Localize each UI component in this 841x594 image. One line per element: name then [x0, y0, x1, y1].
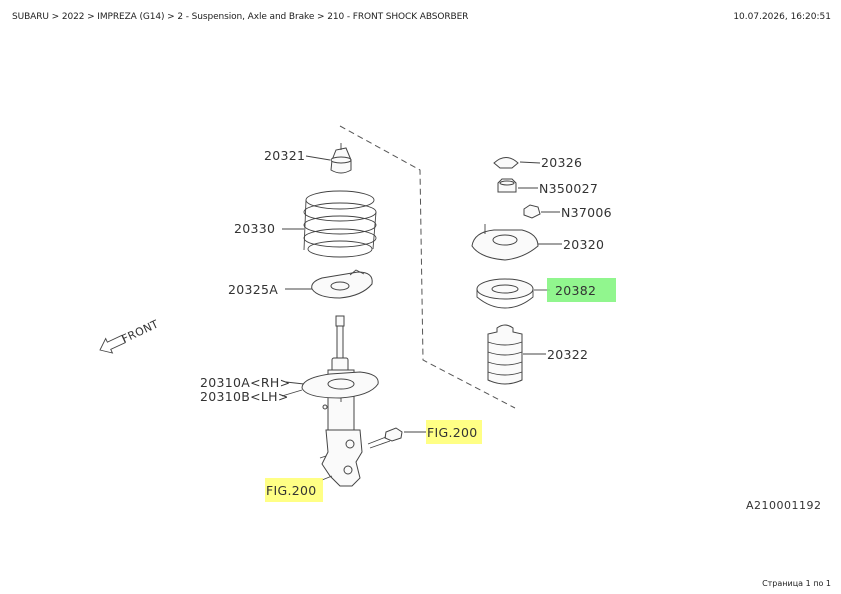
spring-seat-20325A [311, 269, 373, 299]
breadcrumb: SUBARU > 2022 > IMPREZA (G14) > 2 - Susp… [12, 12, 469, 22]
front-label: FRONT [120, 317, 161, 345]
page-info: Страница 1 по 1 [762, 579, 831, 588]
part-label-20382[interactable]: 20382 [555, 283, 596, 298]
part-label-20326[interactable]: 20326 [541, 155, 582, 170]
fig-link-right[interactable]: FIG.200 [427, 425, 478, 440]
piston-rod [335, 315, 345, 361]
part-label-20322[interactable]: 20322 [547, 347, 588, 362]
bump-stop-20321 [330, 143, 352, 174]
strut-body-20310 [301, 357, 379, 487]
part-label-20310A[interactable]: 20310A<RH> [200, 375, 290, 390]
bolt [367, 427, 403, 449]
strut-mount-20320 [471, 224, 539, 261]
assembly-boundary [339, 125, 516, 409]
nut-N37006 [523, 204, 541, 219]
part-label-20330[interactable]: 20330 [234, 221, 275, 236]
nut-N350027 [497, 178, 517, 193]
fig-reference-highlight-left [265, 478, 323, 502]
part-label-20320[interactable]: 20320 [563, 237, 604, 252]
selected-part-highlight [547, 278, 616, 302]
part-label-20325A[interactable]: 20325A [228, 282, 278, 297]
drawing-id: A210001192 [746, 499, 822, 512]
part-label-20321[interactable]: 20321 [264, 148, 305, 163]
front-arrow-icon [99, 334, 126, 354]
fig-reference-highlight-right [426, 420, 482, 444]
fig-link-left[interactable]: FIG.200 [266, 483, 317, 498]
bearing-20382 [476, 278, 534, 309]
coil-spring-20330 [303, 190, 377, 258]
dust-boot-20322 [487, 324, 523, 385]
part-label-N37006[interactable]: N37006 [561, 205, 612, 220]
dust-cap-20326 [493, 157, 519, 169]
part-label-20310B[interactable]: 20310B<LH> [200, 389, 289, 404]
timestamp: 10.07.2026, 16:20:51 [733, 12, 831, 22]
part-label-N350027[interactable]: N350027 [539, 181, 598, 196]
